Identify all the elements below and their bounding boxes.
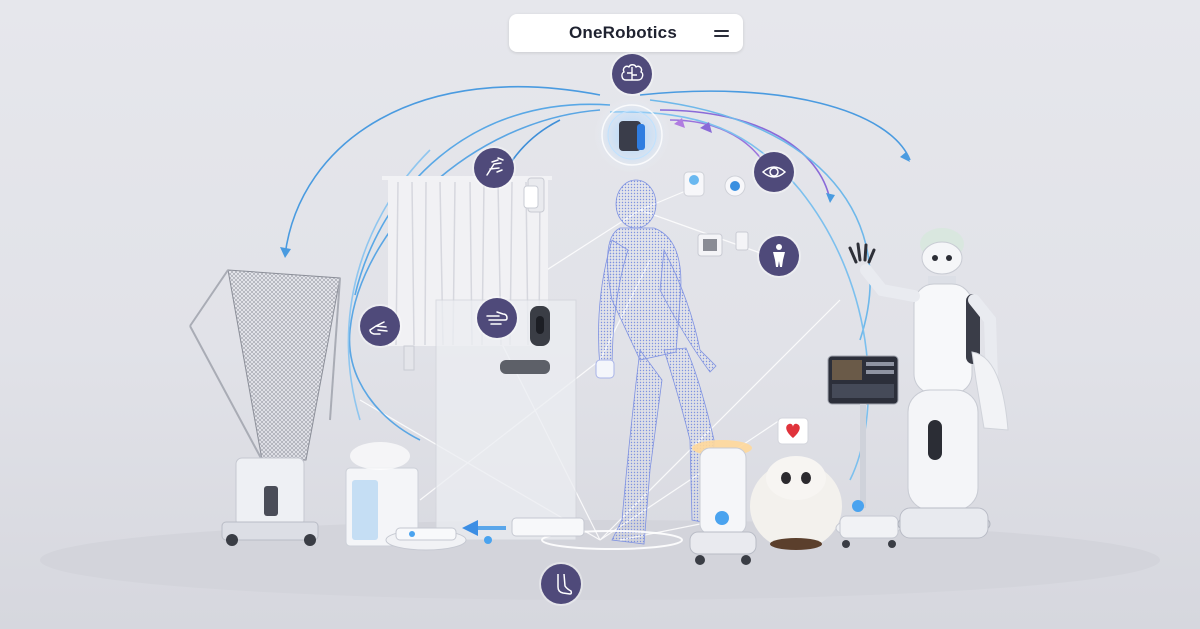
pet-robot: [750, 417, 842, 550]
eye-icon: [754, 152, 794, 192]
hamburger-menu-icon[interactable]: [713, 26, 731, 40]
tablet-robot: [827, 355, 901, 548]
brain-icon: [612, 54, 652, 94]
hand-gesture-icon: [360, 306, 400, 346]
heart-icon: [786, 423, 800, 438]
central-chip: [619, 121, 641, 151]
humidifier: [345, 442, 419, 547]
humanoid-robot: [848, 228, 1009, 539]
lamp-robot: [689, 440, 757, 565]
hand-pointing-icon: [477, 298, 517, 338]
human-body-icon: [759, 236, 799, 276]
floor-shadow: [40, 520, 1160, 600]
hand-touch-icon: [474, 148, 514, 188]
arrow-left-icon: [462, 520, 478, 536]
robot-hand: [848, 242, 876, 264]
header-bar: OneRobotics: [509, 14, 743, 52]
router-device: [511, 517, 585, 537]
net-ball-robot: [189, 269, 341, 546]
door: [435, 299, 577, 541]
smart-sensors: [595, 171, 749, 379]
robot-vacuum: [385, 527, 467, 551]
foot-icon: [541, 564, 581, 604]
brand-title: OneRobotics: [569, 23, 677, 42]
